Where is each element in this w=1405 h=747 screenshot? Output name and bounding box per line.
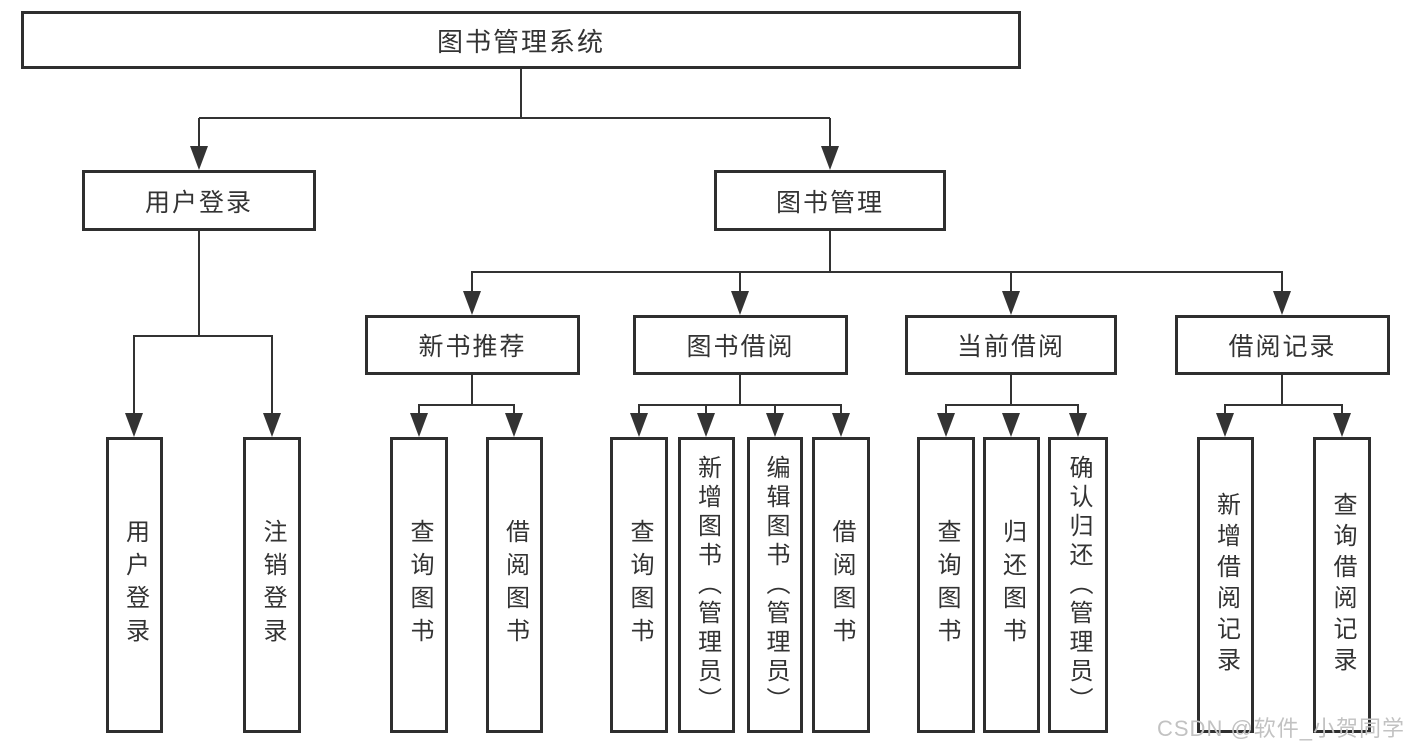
connector-line <box>197 231 201 337</box>
leaf-add-books-admin: 新增图书（管理员） <box>678 437 735 733</box>
connector-line <box>197 118 201 149</box>
node-book-borrow: 图书借阅 <box>633 315 848 375</box>
node-borrow-records: 借阅记录 <box>1175 315 1390 375</box>
arrow-down-icon <box>505 413 523 437</box>
connector-line <box>639 403 841 407</box>
node-label: 图书管理 <box>775 188 884 217</box>
connector-line <box>270 335 274 415</box>
node-label: 查询借阅记录 <box>1329 492 1356 678</box>
leaf-borrow-books: 借阅图书 <box>486 437 543 733</box>
node-label: 用户登录 <box>144 188 253 217</box>
node-label: 注销登录 <box>259 519 286 651</box>
connector-line <box>1076 404 1080 415</box>
connector-line <box>637 404 641 415</box>
connector-line <box>944 404 948 415</box>
arrow-down-icon <box>190 146 208 170</box>
node-label: 查询图书 <box>933 519 960 651</box>
node-label: 当前借阅 <box>956 333 1065 361</box>
connector-line <box>1280 375 1284 406</box>
csdn-watermark: CSDN @软件_小贺同学 <box>1157 716 1405 741</box>
leaf-edit-books-admin: 编辑图书（管理员） <box>747 437 803 733</box>
node-label: 归还图书 <box>998 519 1026 651</box>
leaf-confirm-return-admin: 确认归还（管理员） <box>1048 437 1108 733</box>
connector-line <box>1340 404 1344 415</box>
connector-line <box>839 404 843 415</box>
connector-line <box>199 116 830 120</box>
node-new-book-recommend: 新书推荐 <box>365 315 580 375</box>
leaf-user-login: 用户登录 <box>106 437 163 733</box>
connector-line <box>470 271 474 293</box>
connector-line <box>132 335 136 415</box>
leaf-add-borrow-record: 新增借阅记录 <box>1197 437 1254 733</box>
leaf-query-borrow-record: 查询借阅记录 <box>1313 437 1371 733</box>
leaf-query-books: 查询图书 <box>610 437 668 733</box>
connector-line <box>738 271 742 293</box>
node-label: 确认归还（管理员） <box>1065 454 1092 716</box>
connector-line <box>1009 375 1013 406</box>
connector-line <box>1223 404 1227 415</box>
arrow-down-icon <box>1069 413 1087 437</box>
connector-line <box>704 404 708 415</box>
arrow-down-icon <box>697 413 715 437</box>
leaf-logout-login: 注销登录 <box>243 437 301 733</box>
connector-line <box>134 334 272 338</box>
node-book-management: 图书管理 <box>714 170 946 231</box>
connector-line <box>512 404 516 415</box>
node-label: 图书管理系统 <box>436 26 605 57</box>
arrow-down-icon <box>832 413 850 437</box>
arrow-down-icon <box>937 413 955 437</box>
connector-line <box>738 375 742 406</box>
connector-line <box>946 403 1078 407</box>
arrow-down-icon <box>766 413 784 437</box>
node-label: 新书推荐 <box>418 333 527 361</box>
connector-line <box>773 404 777 415</box>
arrow-down-icon <box>263 413 281 437</box>
node-current-borrow: 当前借阅 <box>905 315 1117 375</box>
node-label: 用户登录 <box>121 519 149 651</box>
node-label: 新增图书（管理员） <box>693 454 721 716</box>
node-label: 查询图书 <box>406 519 433 651</box>
leaf-borrow-books: 借阅图书 <box>812 437 870 733</box>
node-label: 新增借阅记录 <box>1212 492 1240 678</box>
arrow-down-icon <box>463 291 481 315</box>
connector-line <box>470 375 474 406</box>
node-user-login: 用户登录 <box>82 170 316 231</box>
node-library-management-system: 图书管理系统 <box>21 11 1021 69</box>
node-label: 查询图书 <box>626 519 653 651</box>
arrow-down-icon <box>630 413 648 437</box>
leaf-query-books: 查询图书 <box>917 437 975 733</box>
connector-line <box>519 69 523 119</box>
connector-line <box>1225 403 1342 407</box>
connector-line <box>419 403 514 407</box>
connector-line <box>828 231 832 273</box>
node-label: 编辑图书（管理员） <box>762 454 789 716</box>
leaf-query-books: 查询图书 <box>390 437 448 733</box>
connector-line <box>417 404 421 415</box>
connector-line <box>472 270 1282 274</box>
arrow-down-icon <box>125 413 143 437</box>
arrow-down-icon <box>821 146 839 170</box>
connector-line <box>1280 271 1284 293</box>
arrow-down-icon <box>1216 413 1234 437</box>
connector-line <box>828 118 832 149</box>
node-label: 借阅图书 <box>501 519 529 651</box>
connector-line <box>1009 271 1013 293</box>
node-label: 借阅图书 <box>828 519 855 651</box>
arrow-down-icon <box>1333 413 1351 437</box>
arrow-down-icon <box>410 413 428 437</box>
arrow-down-icon <box>1002 413 1020 437</box>
arrow-down-icon <box>1002 291 1020 315</box>
arrow-down-icon <box>1273 291 1291 315</box>
node-label: 图书借阅 <box>686 333 795 361</box>
node-label: 借阅记录 <box>1228 333 1337 361</box>
arrow-down-icon <box>731 291 749 315</box>
leaf-return-books: 归还图书 <box>983 437 1040 733</box>
